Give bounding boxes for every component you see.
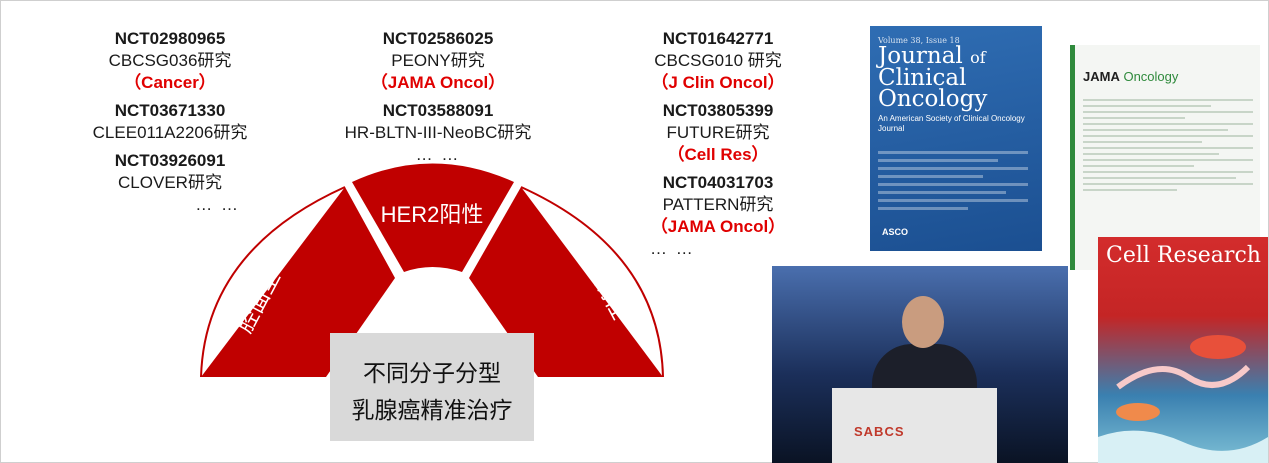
- arc-label-her2: HER2阳性: [381, 202, 484, 227]
- podium-logo: SABCS: [854, 424, 905, 439]
- center-box: [330, 333, 534, 441]
- study-id: NCT03588091: [382, 101, 494, 120]
- study-journal: （JAMA Oncol）: [650, 217, 786, 236]
- study-journal: （Cancer）: [124, 73, 216, 92]
- study-column-2: NCT02586025 PEONY研究 （JAMA Oncol） NCT0358…: [318, 28, 558, 166]
- study-id: NCT02980965: [114, 29, 226, 48]
- arc-segment-her2: [352, 163, 514, 272]
- study-name: CLOVER研究: [118, 173, 222, 192]
- study-id: NCT02586025: [382, 29, 494, 48]
- arc-segment-tnbc: [469, 187, 663, 377]
- study-id: NCT03805399: [662, 101, 774, 120]
- arc-segment-luminal: [201, 187, 395, 377]
- study-journal: （Cell Res）: [667, 145, 769, 164]
- more-ellipsis: … …: [415, 145, 461, 164]
- cell-research-masthead: Cell Research: [1106, 243, 1261, 268]
- speaker-photo: SABCS: [772, 266, 1068, 463]
- jco-contents-lines: [878, 146, 1028, 215]
- jama-contents-lines: [1083, 95, 1253, 195]
- jama-masthead: JAMA Oncology: [1083, 69, 1179, 84]
- jco-title: Journal of Clinical Oncology: [878, 43, 988, 112]
- study-column-3: NCT01642771 CBCSG010 研究 （J Clin Oncol） N…: [618, 28, 818, 260]
- study-id: NCT03926091: [114, 151, 226, 170]
- study-id: NCT03671330: [114, 101, 226, 120]
- jco-cover-image: Volume 38, Issue 18 Journal of Clinical …: [870, 26, 1042, 251]
- study-journal: （JAMA Oncol）: [370, 73, 506, 92]
- study-column-1: NCT02980965 CBCSG036研究 （Cancer） NCT03671…: [60, 28, 280, 216]
- study-journal: （J Clin Oncol）: [651, 73, 785, 92]
- center-line-1: 不同分子分型: [363, 360, 501, 386]
- study-name: CLEE011A2206研究: [92, 123, 248, 142]
- study-name: HR-BLTN-III-NeoBC研究: [344, 123, 532, 142]
- study-name: CBCSG036研究: [108, 51, 232, 70]
- jama-oncology-cover-image: JAMA Oncology: [1070, 45, 1260, 270]
- arc-outer-edge: [200, 186, 346, 378]
- study-name: PATTERN研究: [662, 195, 774, 214]
- study-name: PEONY研究: [391, 51, 485, 70]
- study-id: NCT01642771: [662, 29, 774, 48]
- study-name: CBCSG010 研究: [654, 51, 782, 70]
- cell-research-illustration: [1098, 335, 1268, 463]
- podium: [832, 388, 997, 463]
- jco-subtitle: An American Society of Clinical Oncology…: [878, 114, 1025, 133]
- jco-issue: Volume 38, Issue 18: [878, 36, 960, 45]
- study-id: NCT04031703: [662, 173, 774, 192]
- study-name: FUTURE研究: [666, 123, 770, 142]
- more-ellipsis: … …: [195, 195, 240, 214]
- cell-research-cover-image: Cell Research: [1098, 237, 1268, 463]
- arc-outer-edge-right: [520, 186, 664, 378]
- center-line-2: 乳腺癌精准治疗: [352, 397, 513, 423]
- jco-publisher: ASCO: [882, 227, 909, 237]
- more-ellipsis: … …: [650, 239, 695, 258]
